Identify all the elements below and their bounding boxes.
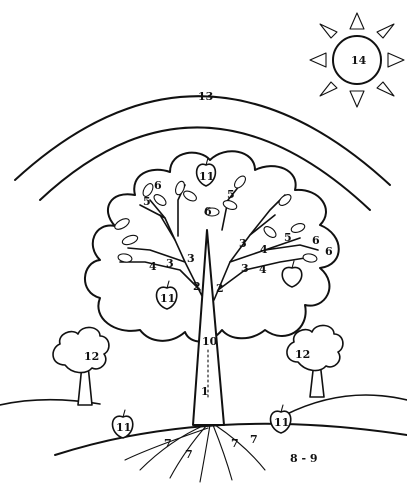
trunk-bottom-label: 1 <box>201 385 209 398</box>
right-small-tree: 12 <box>286 324 344 398</box>
roots <box>124 424 266 483</box>
root-label-a: 7 <box>164 437 172 450</box>
branch-right-2-label: 2 <box>216 282 224 295</box>
root-label-d: 7 <box>250 433 258 446</box>
leaf <box>204 207 220 217</box>
twig-right-4b-label: 4 <box>259 263 267 276</box>
right-6a-label: 6 <box>312 234 320 247</box>
apple-crown-left-label: 11 <box>160 292 175 305</box>
sun-disc <box>332 35 382 85</box>
number-labels: 10 1 7 7 7 7 8 - 9 2 2 3 3 3 3 4 4 4 5 5… <box>143 179 333 465</box>
leaf <box>153 194 167 206</box>
right-small-tree-crown <box>286 324 344 372</box>
apple-ground-right-label: 11 <box>274 416 289 429</box>
root <box>139 424 206 471</box>
main-tree-trunk <box>192 229 225 426</box>
leaf <box>302 253 318 263</box>
root-label-c: 7 <box>231 437 239 450</box>
root <box>214 424 266 471</box>
leaf-right-5-label: 5 <box>284 231 292 244</box>
top-6b-label: 6 <box>204 205 212 218</box>
leaves <box>114 175 318 263</box>
left-small-tree-label: 12 <box>84 350 99 363</box>
soil-label: 8 - 9 <box>290 452 318 465</box>
root <box>212 424 233 481</box>
top-6a-label: 6 <box>154 179 162 192</box>
apple-ground-right: 11 <box>269 404 292 434</box>
root-label-b: 7 <box>185 448 193 461</box>
apples: 11 11 11 11 <box>111 157 303 439</box>
apple-ground-left: 11 <box>111 409 134 439</box>
twig-left-a <box>139 204 166 219</box>
leaf <box>142 183 154 197</box>
apple-crown-right <box>281 260 303 288</box>
branch-left-3a-label: 3 <box>166 257 174 270</box>
rainbow-label: 13 <box>198 90 213 103</box>
trunk-top-label: 10 <box>202 335 218 348</box>
leaf <box>117 253 133 263</box>
sun: 14 <box>309 12 405 108</box>
twig-right-b <box>264 244 319 251</box>
leaf <box>234 175 246 189</box>
leaf <box>278 194 292 206</box>
right-small-tree-label: 12 <box>295 348 310 361</box>
leaf-left-5-label: 5 <box>143 195 151 208</box>
rainbow: 13 <box>14 90 391 211</box>
branch-right-main <box>213 214 276 301</box>
right-6b-label: 6 <box>325 245 333 258</box>
leaf <box>222 199 238 211</box>
branch-left-mid <box>127 247 186 263</box>
rainbow-inner-arc <box>39 126 371 211</box>
branch-left-3b-label: 3 <box>187 252 195 265</box>
apple-ground-left-label: 11 <box>116 421 131 434</box>
sun-label: 14 <box>351 54 367 67</box>
branch-left-low <box>119 261 201 291</box>
sun-rays <box>309 12 405 108</box>
leaf <box>114 218 130 230</box>
leaf-mid-5-label: 5 <box>227 188 235 201</box>
leaf <box>174 180 186 196</box>
rainbow-outer-arc <box>14 95 391 186</box>
leaf <box>290 222 306 234</box>
leaf <box>183 190 197 202</box>
root <box>199 424 211 483</box>
left-small-tree: 12 <box>52 326 110 406</box>
main-tree-crown <box>84 150 340 343</box>
root <box>124 427 209 461</box>
right-hill <box>284 394 407 416</box>
apple-crown-top-label: 11 <box>199 170 214 183</box>
leaf <box>121 234 139 246</box>
branch-left-main <box>159 214 205 301</box>
branch-right-low <box>217 257 306 291</box>
branch-right-3b-label: 3 <box>241 262 249 275</box>
apple-crown-left: 11 <box>155 280 178 310</box>
apple-crown-top: 11 <box>195 157 217 187</box>
twig-left-4-label: 4 <box>149 260 157 273</box>
twig-right-4a-label: 4 <box>260 243 268 256</box>
left-small-tree-crown <box>52 326 110 374</box>
branch-left-2-label: 2 <box>193 280 201 293</box>
leaf <box>263 226 277 238</box>
branch-right-3a-label: 3 <box>239 237 247 250</box>
